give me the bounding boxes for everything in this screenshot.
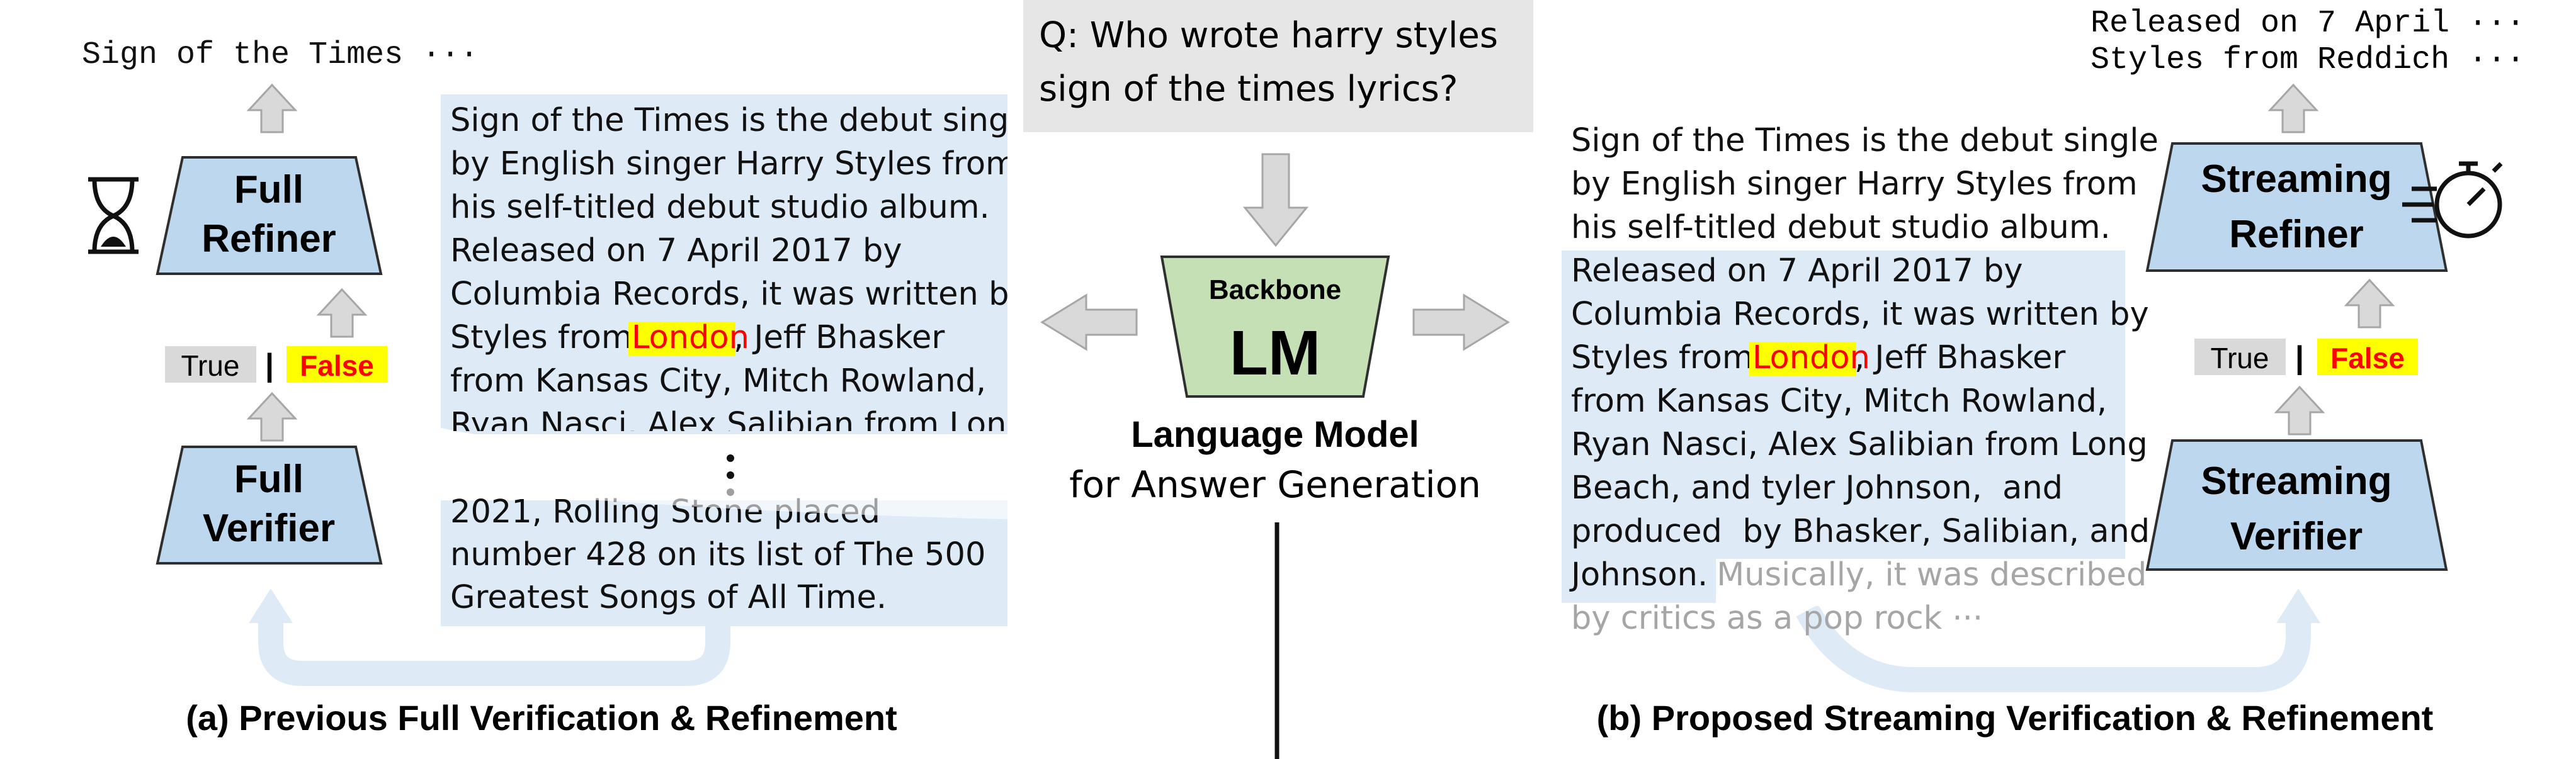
- right-answer-line-4: Released on 7 April 2017 by: [1571, 252, 2023, 290]
- right-true-label: True: [2211, 342, 2269, 374]
- left-false-badge-bg: [287, 346, 387, 383]
- left-ellipsis-dot-1: [727, 454, 734, 462]
- right-highlight-bg: [1749, 342, 1856, 376]
- left-answer-cut-bottom: [441, 428, 1007, 458]
- full-verifier-label-2: Verifier: [203, 507, 335, 550]
- center-arrow-right: [1412, 293, 1510, 351]
- left-answer-line-2: by English singer Harry Styles from: [450, 145, 1017, 183]
- right-loop-arrowhead: [2276, 588, 2320, 623]
- right-arrow-to-output: [2267, 83, 2319, 133]
- right-output-line-1: Released on 7 April ···: [2091, 6, 2525, 42]
- stopwatch-icon: [2402, 161, 2503, 239]
- streaming-verifier-label-2: Verifier: [2230, 515, 2363, 558]
- right-answer-bg-mask: [1716, 559, 2128, 606]
- backbone-lm-box: [1160, 256, 1390, 398]
- right-answer-bg: [1562, 250, 2125, 603]
- left-answer-line-6-prefix: Styles from: [450, 319, 643, 356]
- full-verifier-box: [156, 446, 383, 565]
- left-arrow-to-output: [246, 83, 298, 133]
- left-true-label: True: [181, 349, 240, 382]
- left-arrow-to-refiner: [316, 288, 368, 338]
- right-separator: |: [2295, 340, 2304, 376]
- left-highlight-word: London: [632, 319, 749, 356]
- right-false-badge-bg: [2317, 339, 2418, 375]
- right-arrow-to-decision: [2274, 385, 2325, 436]
- right-answer-line-7: from Kansas City, Mitch Rowland,: [1571, 383, 2107, 420]
- left-false-label: False: [300, 349, 374, 382]
- right-highlight-word: London: [1752, 339, 1870, 376]
- left-answer-line-1: Sign of the Times is the debut single: [450, 102, 1038, 139]
- right-answer-line-6-prefix: Styles from: [1571, 339, 1764, 376]
- full-refiner-label-1: Full: [234, 168, 304, 211]
- question-box: [1023, 0, 1533, 132]
- right-arrow-to-refiner: [2344, 278, 2395, 329]
- right-true-badge-bg: [2194, 339, 2286, 375]
- left-highlight-bg: [628, 322, 735, 356]
- right-caption: (b) Proposed Streaming Verification & Re…: [1597, 698, 2434, 738]
- right-answer-line-8: Ryan Nasci, Alex Salibian from Long: [1571, 426, 2148, 463]
- right-false-label: False: [2330, 342, 2405, 374]
- streaming-verifier-box: [2145, 439, 2448, 571]
- left-answer-line-3: his self-titled debut studio album.: [450, 189, 990, 226]
- streaming-refiner-label-2: Refiner: [2229, 213, 2364, 256]
- right-faded-line-1: Musically, it was described: [1706, 556, 2147, 593]
- streaming-verifier-label-1: Streaming: [2201, 459, 2392, 503]
- left-answer-line-5: Columbia Records, it was written by: [450, 276, 1028, 313]
- right-answer-line-5: Columbia Records, it was written by: [1571, 296, 2149, 333]
- right-answer-line-9: Beach, and tyler Johnson, and: [1571, 469, 2063, 507]
- right-answer-line-3: his self-titled debut studio album.: [1571, 209, 2111, 246]
- left-caption: (a) Previous Full Verification & Refinem…: [186, 698, 897, 738]
- right-answer-line-10: produced by Bhasker, Salibian, and: [1571, 513, 2150, 550]
- left-answer-line-4: Released on 7 April 2017 by: [450, 232, 902, 269]
- left-answer-cut-overlay: [441, 485, 1007, 519]
- left-answer-line-6-suffix: , Jeff Bhasker: [734, 319, 945, 356]
- full-verifier-label-1: Full: [234, 458, 304, 501]
- left-separator: |: [265, 347, 274, 383]
- right-answer-line-6-suffix: , Jeff Bhasker: [1854, 339, 2065, 376]
- left-answer-bottom-3: Greatest Songs of All Time.: [450, 579, 887, 616]
- streaming-refiner-label-1: Streaming: [2201, 157, 2392, 201]
- lm-label: LM: [1230, 318, 1320, 388]
- streaming-refiner-box: [2145, 142, 2448, 272]
- lm-caption-1: Language Model: [1131, 414, 1419, 455]
- center-arrow-left: [1040, 293, 1138, 351]
- backbone-label: Backbone: [1209, 274, 1341, 305]
- right-answer-bg-last: [1562, 559, 1716, 603]
- left-feedback-loop: [258, 604, 730, 686]
- right-answer-line-2: by English singer Harry Styles from: [1571, 166, 2138, 203]
- full-refiner-box: [156, 156, 383, 275]
- left-answer-line-7: from Kansas City, Mitch Rowland,: [450, 363, 986, 400]
- full-refiner-label-2: Refiner: [201, 217, 336, 261]
- left-answer-bottom-2: number 428 on its list of The 500: [450, 536, 985, 573]
- hourglass-icon: [88, 177, 139, 254]
- right-answer-line-11: Johnson.: [1569, 556, 1708, 593]
- left-output-text: Sign of the Times ···: [82, 37, 479, 73]
- left-ellipsis-dot-2: [727, 471, 734, 479]
- right-answer-line-1: Sign of the Times is the debut single: [1571, 122, 2159, 159]
- right-faded-line-2: by critics as a pop rock ···: [1571, 600, 1983, 637]
- right-feedback-loop: [1796, 604, 2311, 692]
- left-answer-line-8: Ryan Nasci, Alex Salibian from Long: [450, 406, 1027, 443]
- left-answer-bg-bottom: [441, 500, 1007, 626]
- left-loop-arrowhead: [249, 588, 293, 623]
- left-true-badge-bg: [165, 346, 256, 383]
- center-arrow-to-lm: [1242, 153, 1309, 247]
- lm-caption-2: for Answer Generation: [1069, 463, 1481, 506]
- left-arrow-to-decision: [246, 391, 298, 442]
- right-output-line-2: Styles from Reddich ···: [2091, 42, 2525, 78]
- question-line-1: Q: Who wrote harry styles: [1039, 15, 1498, 56]
- left-answer-bg-top: [441, 94, 1007, 434]
- question-line-2: sign of the times lyrics?: [1039, 69, 1458, 110]
